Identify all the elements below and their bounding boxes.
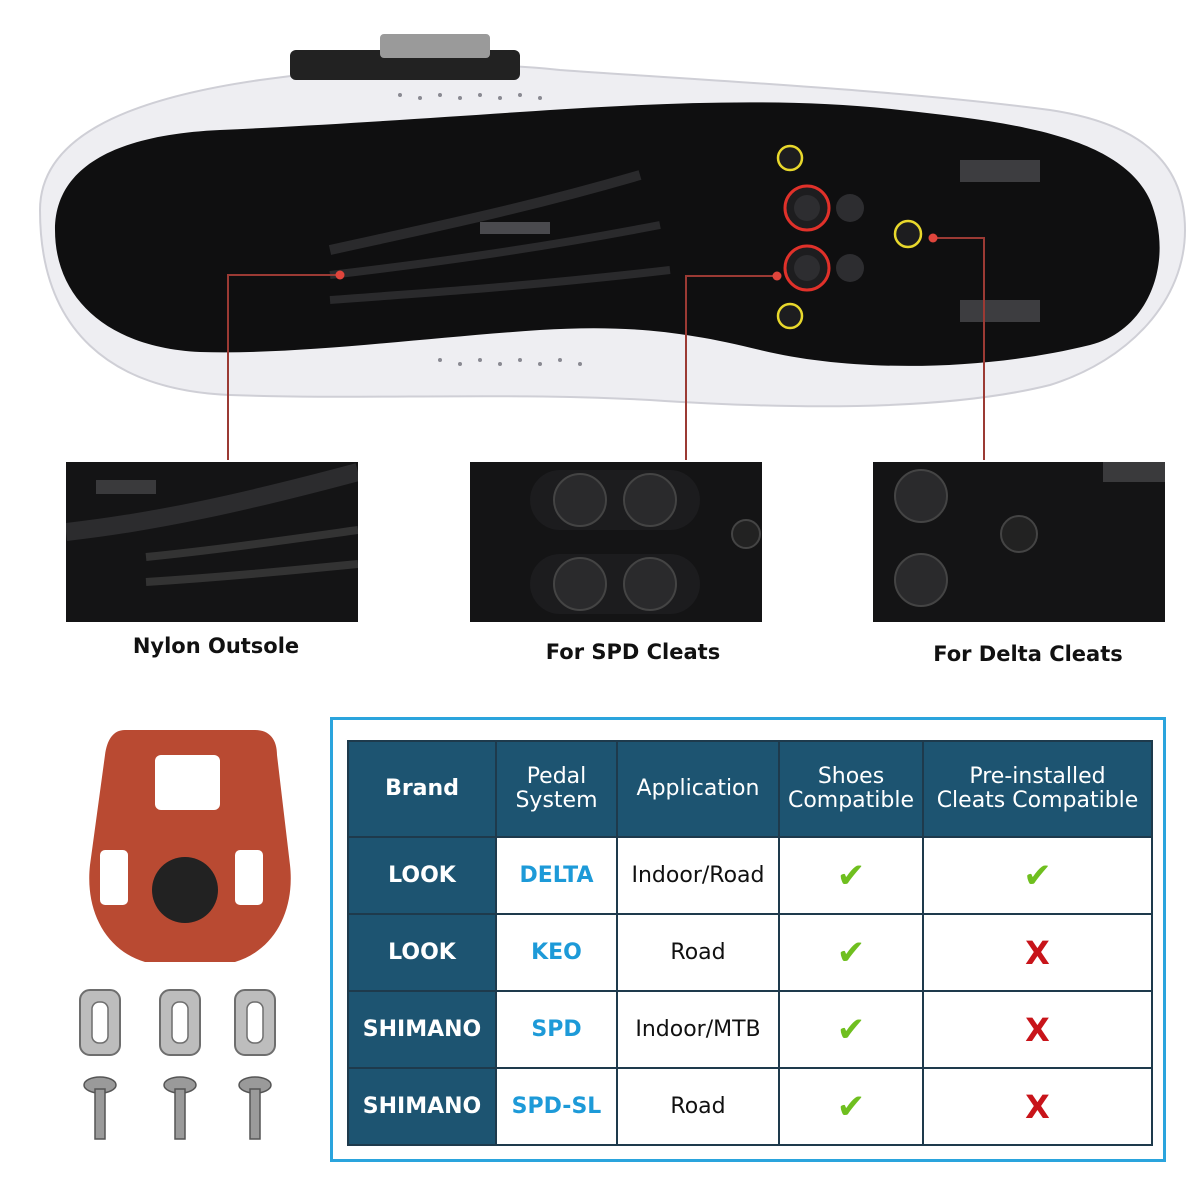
washers-and-screws-image [79, 989, 276, 1140]
header-brand: Brand [347, 740, 497, 838]
caption-spd-cleats: For SPD Cleats [545, 640, 721, 664]
outsole-closeup-photo [66, 462, 358, 622]
cell-pedal-system: DELTA [495, 836, 618, 915]
cell-brand: LOOK [347, 836, 497, 915]
spd-cleats-closeup-photo [470, 462, 762, 622]
cross-icon: X [1025, 1087, 1050, 1126]
cell-preinstalled: ✔ [922, 836, 1153, 915]
cell-shoes-compatible: ✔ [778, 913, 924, 992]
check-icon: ✔ [836, 1086, 866, 1127]
cell-brand: LOOK [347, 913, 497, 992]
table-row: LOOK KEO Road ✔ X [347, 913, 1153, 992]
cell-preinstalled: X [922, 1067, 1153, 1146]
table-row: SHIMANO SPD-SL Road ✔ X [347, 1067, 1153, 1146]
shoe-sole-image [38, 34, 1187, 460]
cell-application: Road [616, 913, 780, 992]
table-row: SHIMANO SPD Indoor/MTB ✔ X [347, 990, 1153, 1069]
table-header-row: Brand Pedal System Application Shoes Com… [347, 740, 1153, 838]
cell-preinstalled: X [922, 913, 1153, 992]
header-preinstalled-cleats-compatible: Pre-installed Cleats Compatible [922, 740, 1153, 838]
delta-cleats-closeup-photo [873, 462, 1165, 622]
cell-pedal-system: SPD-SL [495, 1067, 618, 1146]
cell-application: Indoor/Road [616, 836, 780, 915]
delta-cleat-image [89, 730, 291, 962]
cell-pedal-system: SPD [495, 990, 618, 1069]
check-icon: ✔ [1023, 855, 1052, 896]
cell-shoes-compatible: ✔ [778, 1067, 924, 1146]
cell-preinstalled: X [922, 990, 1153, 1069]
cell-shoes-compatible: ✔ [778, 990, 924, 1069]
compatibility-table: Brand Pedal System Application Shoes Com… [347, 740, 1153, 1146]
cell-brand: SHIMANO [347, 990, 497, 1069]
cell-application: Road [616, 1067, 780, 1146]
check-icon: ✔ [836, 855, 866, 896]
cell-application: Indoor/MTB [616, 990, 780, 1069]
cell-shoes-compatible: ✔ [778, 836, 924, 915]
cell-pedal-system: KEO [495, 913, 618, 992]
check-icon: ✔ [836, 932, 866, 973]
caption-nylon-outsole: Nylon Outsole [132, 634, 300, 658]
table-row: LOOK DELTA Indoor/Road ✔ ✔ [347, 836, 1153, 915]
caption-delta-cleats: For Delta Cleats [933, 642, 1123, 666]
cell-brand: SHIMANO [347, 1067, 497, 1146]
cross-icon: X [1025, 1010, 1050, 1049]
header-pedal-system: Pedal System [495, 740, 618, 838]
check-icon: ✔ [836, 1009, 866, 1050]
header-shoes-compatible: Shoes Compatible [778, 740, 924, 838]
header-application: Application [616, 740, 780, 838]
cross-icon: X [1025, 933, 1050, 972]
